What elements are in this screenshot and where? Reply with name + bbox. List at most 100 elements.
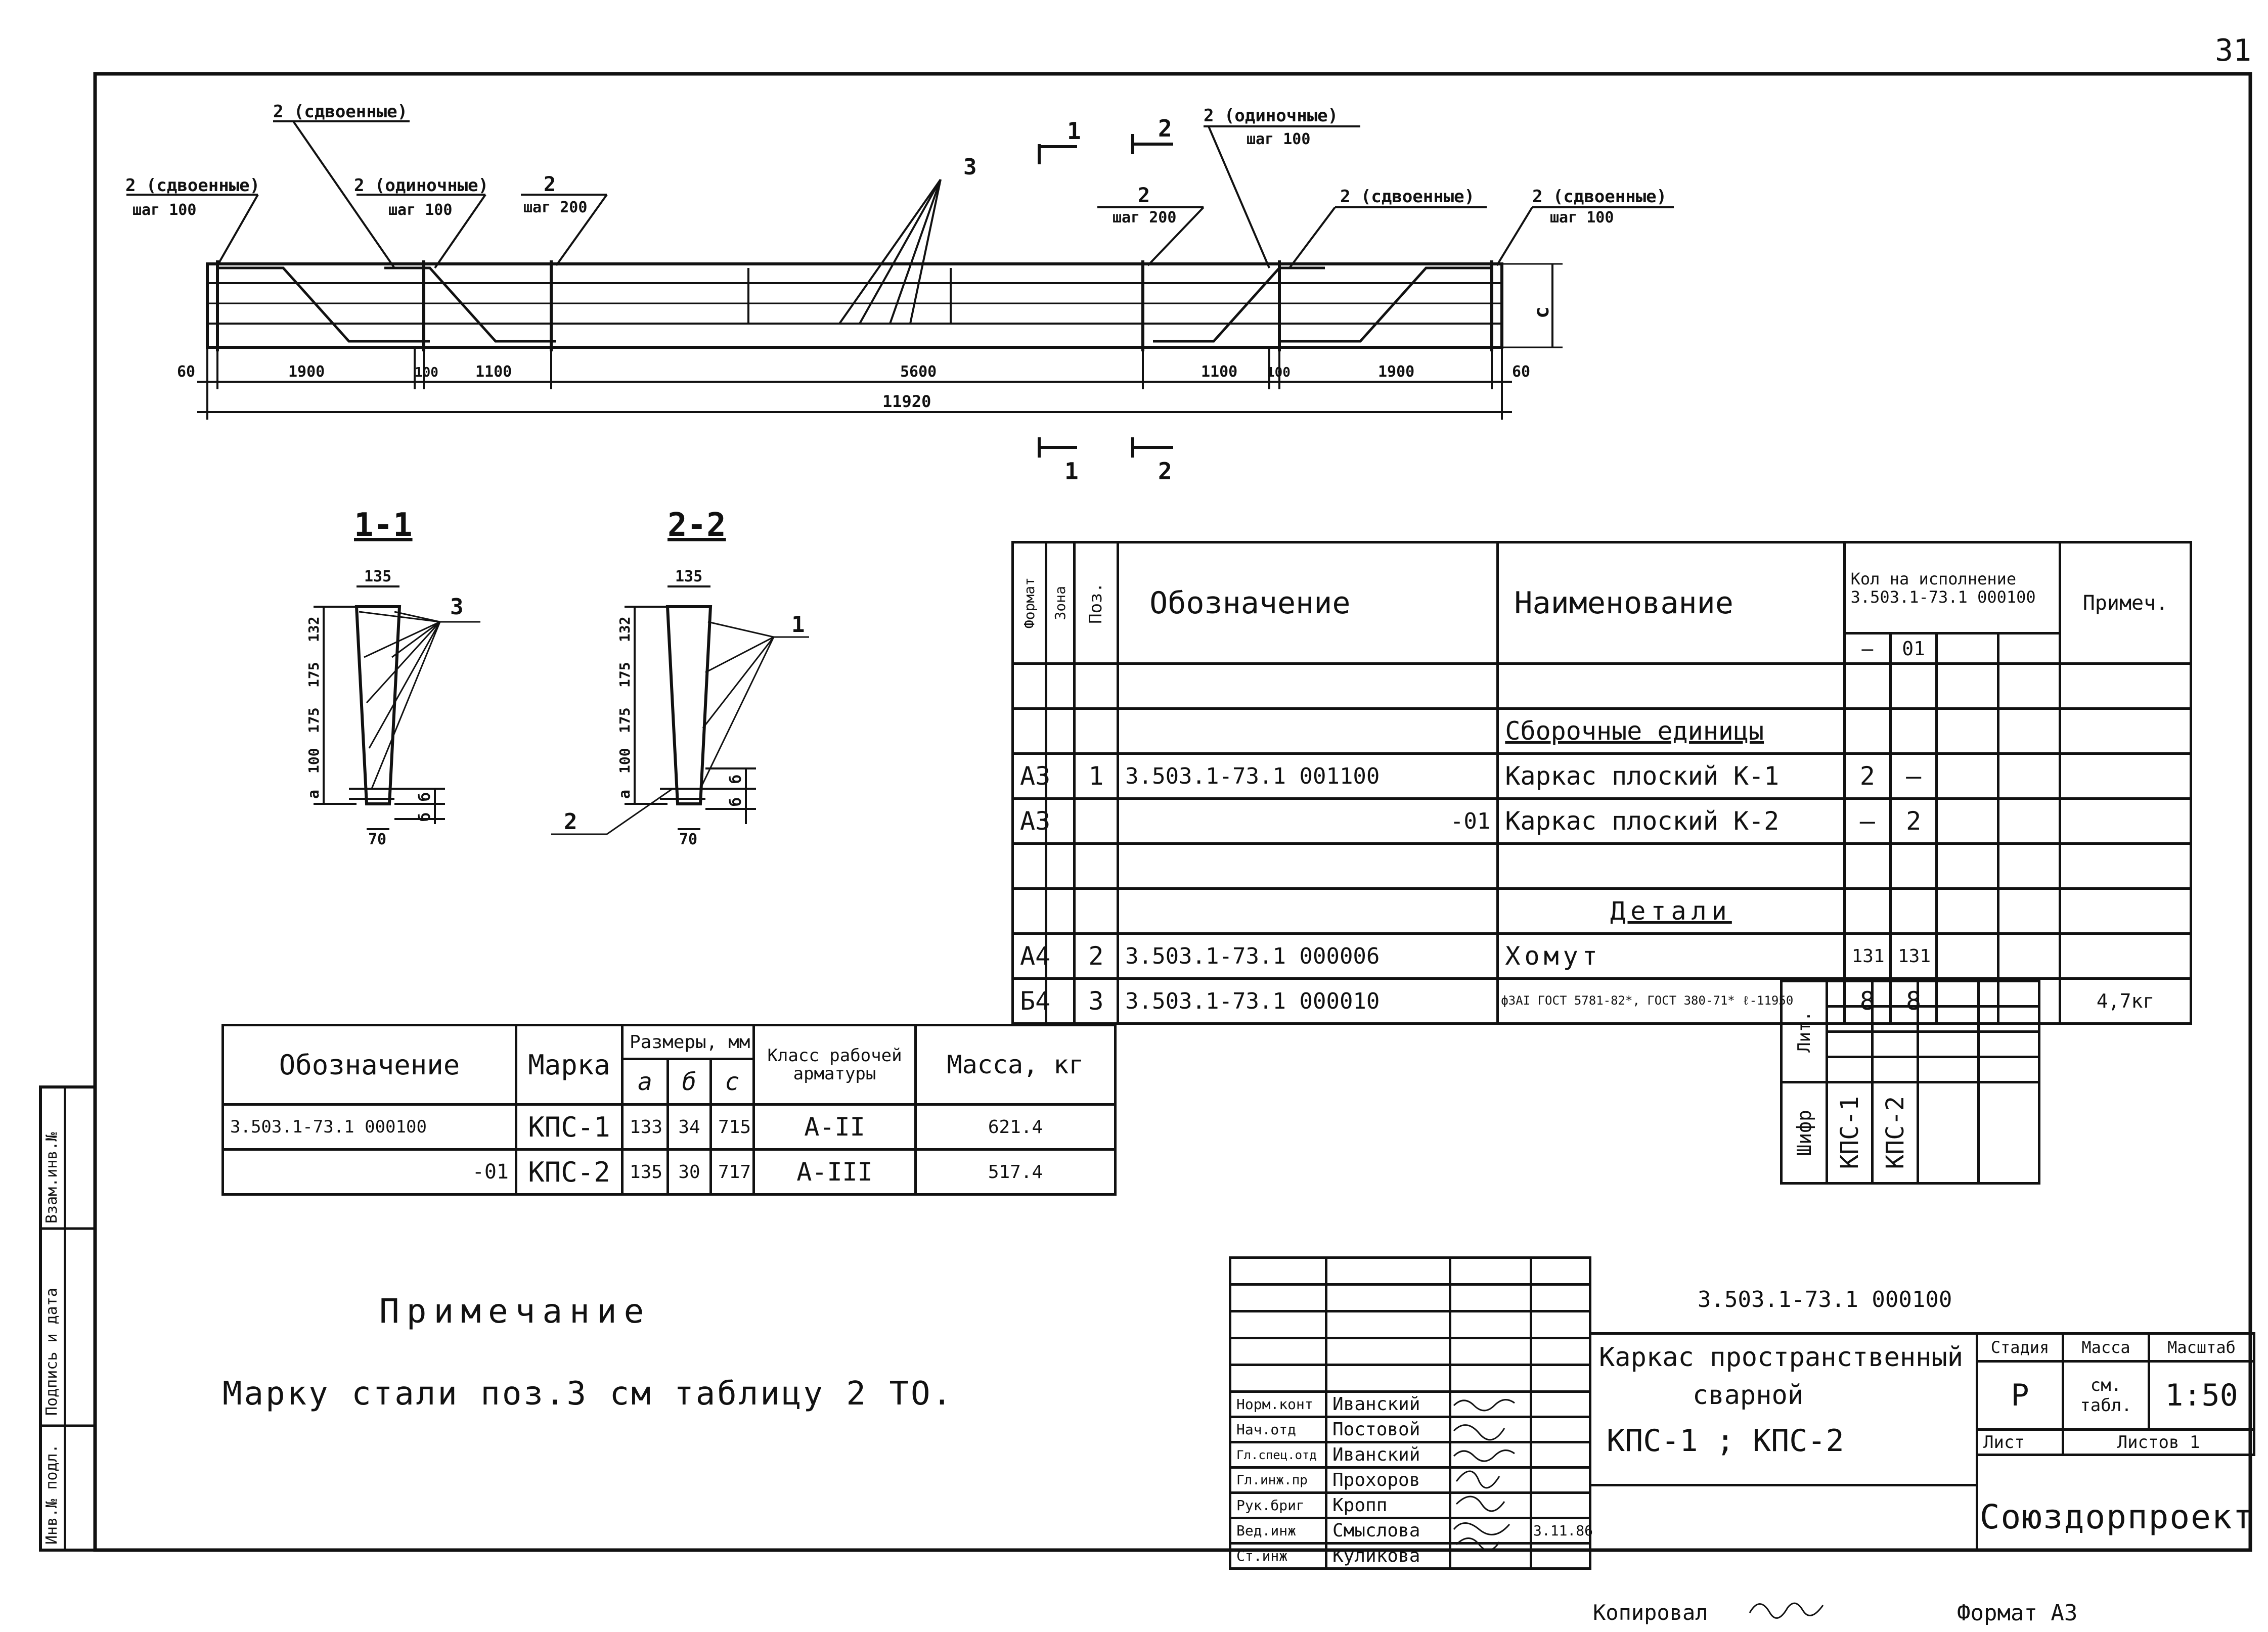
scale-header: Масштаб (2148, 1332, 2255, 1363)
spec-h-pos: Поз. (1086, 582, 1106, 624)
spec-h-format: Формат (1020, 577, 1038, 629)
callout-6-top: 2 (1138, 184, 1150, 207)
t2-h-sizes: Размеры, мм (621, 1024, 755, 1060)
dim-3: 1100 (475, 363, 512, 381)
spec-row-7-pos: 3 (1073, 977, 1120, 1025)
spec-row-2-desig: 3.503.1-73.1 001100 (1117, 752, 1499, 800)
section-2-vdim-0: 132 (616, 616, 633, 642)
spec-row-2-pos: 1 (1073, 752, 1120, 800)
spec-row-7-fmt: Б4 (1011, 977, 1050, 1025)
section-2-rdim-1: б (727, 797, 745, 806)
person-1: Постовой (1325, 1416, 1451, 1443)
stage-header: Стадия (1976, 1332, 2064, 1363)
spec-row-2-q2: — (1889, 752, 1938, 800)
t2-row-0-mark: КПС-1 (515, 1103, 624, 1151)
t2-h-mass: Масса, кг (914, 1024, 1117, 1106)
t2-h-class: Класс рабочей арматуры (752, 1024, 917, 1106)
dim-c: с (1530, 306, 1553, 319)
t2-row: 3.503.1-73.1 000100 КПС-1 133 34 715 А-I… (221, 1103, 1117, 1151)
callout-5: 3 (963, 154, 977, 180)
section-2-vdim-2: 175 (616, 707, 633, 733)
spec-row: А4 2 3.503.1-73.1 000006 Хомут 131 131 (1011, 932, 2192, 980)
t2-row-0-c: 715 (709, 1103, 755, 1151)
elevation-leaders (126, 120, 1674, 325)
section-mark-2-bot: 2 (1158, 458, 1172, 485)
sheet-label: Лист (1976, 1428, 2064, 1456)
callout-7-top: 2 (одиночные) (1204, 106, 1338, 126)
spec-row-6-q1: 131 (1843, 932, 1892, 980)
section-2-vdim-3: 100 (616, 748, 633, 774)
strip-label-2: Инв.№ подл. (43, 1444, 61, 1545)
stage-value: Р (1976, 1360, 2064, 1431)
spec-h-qty: Кол на исполнение (1850, 569, 2017, 588)
section-mark-1-bot: 1 (1064, 458, 1079, 485)
spec-lit-shifr: Лит. Шифр КПС-1 КПС-2 (1780, 980, 2194, 1185)
section-1-wbot: 70 (368, 831, 386, 848)
stamp-title-line1: Каркас пространственный (1599, 1342, 1964, 1373)
spec-row-6-pos: 2 (1073, 932, 1120, 980)
dim-chain (197, 349, 1512, 420)
footer-format: Формат А3 (1957, 1600, 2078, 1626)
dim-7: 1900 (1378, 363, 1414, 381)
role-6: Ст.инж (1229, 1542, 1327, 1570)
t2-row-1-desig: -01 (221, 1148, 517, 1196)
section-2-vdim-4: а (616, 790, 634, 799)
stamp-title-line3: КПС-1 ; КПС-2 (1607, 1423, 1844, 1459)
t2-row-1-c: 717 (709, 1148, 755, 1196)
sizes-table-wrap: Обозначение Марка Размеры, мм Класс рабо… (221, 1024, 1117, 1196)
scale-value: 1:50 (2148, 1360, 2255, 1431)
section-mark-1-top: 1 (1067, 117, 1081, 145)
callout-8-top: 2 (сдвоенные) (1340, 187, 1475, 207)
t2-row-1-b: 30 (666, 1148, 712, 1196)
spec-row-6-name: Хомут (1496, 932, 1846, 980)
cage-elevation (206, 260, 1503, 351)
spec-row-6-desig: 3.503.1-73.1 000006 (1117, 932, 1499, 980)
spec-row-2-name: Каркас плоский К-1 (1496, 752, 1846, 800)
spec-row-2-fmt: А3 (1011, 752, 1050, 800)
note-title: Примечание (379, 1292, 651, 1331)
strip-label-1: Подпись и дата (43, 1288, 61, 1416)
spec-row-3-name: Каркас плоский К-2 (1496, 797, 1846, 845)
left-strip (39, 1085, 97, 1552)
callout-9-top: 2 (сдвоенные) (1532, 187, 1667, 207)
role-5: Вед.инж (1229, 1517, 1327, 1545)
t2-row-0-mass: 621.4 (914, 1103, 1117, 1151)
dim-1: 1900 (288, 363, 325, 381)
dim-8: 60 (1512, 363, 1530, 381)
callout-7-bot: шаг 100 (1247, 130, 1310, 148)
section-1-vdim-2: 175 (305, 707, 322, 733)
callout-4-top: 2 (544, 173, 556, 196)
spec-h-zone: Зона (1051, 585, 1069, 620)
callout-9-bot: шаг 100 (1550, 209, 1614, 226)
spec-row-3-desig: -01 (1117, 797, 1499, 845)
callout-2-top: 2 (сдвоенные) (273, 102, 408, 122)
role-4: Рук.бриг (1229, 1491, 1327, 1519)
t2-h-a: а (621, 1058, 669, 1106)
section-1-vdim-0: 132 (305, 616, 322, 642)
t2-row: -01 КПС-2 135 30 717 А-III 517.4 (221, 1148, 1117, 1196)
spec-h-designation: Обозначение (1117, 541, 1499, 665)
mass-value: см. табл. (2062, 1360, 2150, 1431)
note-text: Марку стали поз.3 см таблицу 2 ТО. (223, 1375, 954, 1413)
page-number: 31 (2215, 33, 2251, 68)
spec-h-var1: — (1843, 632, 1892, 665)
spec-row (1011, 662, 2192, 710)
spec-table: Формат Зона Поз. Обозначение Наименовани… (1011, 541, 2192, 1025)
dim-0: 60 (177, 363, 195, 381)
spec-row-5-name: Детали (1496, 887, 1846, 935)
person-2: Иванский (1325, 1441, 1451, 1469)
spec-row-7-note: 4,7кг (2059, 977, 2192, 1025)
section-2-wbot: 70 (679, 831, 697, 848)
section-1-callout: 3 (450, 594, 464, 620)
section-2-2 (551, 585, 809, 835)
lit-label: Лит. (1794, 1011, 1814, 1053)
spec-row-1-name: Сборочные единицы (1496, 707, 1846, 755)
